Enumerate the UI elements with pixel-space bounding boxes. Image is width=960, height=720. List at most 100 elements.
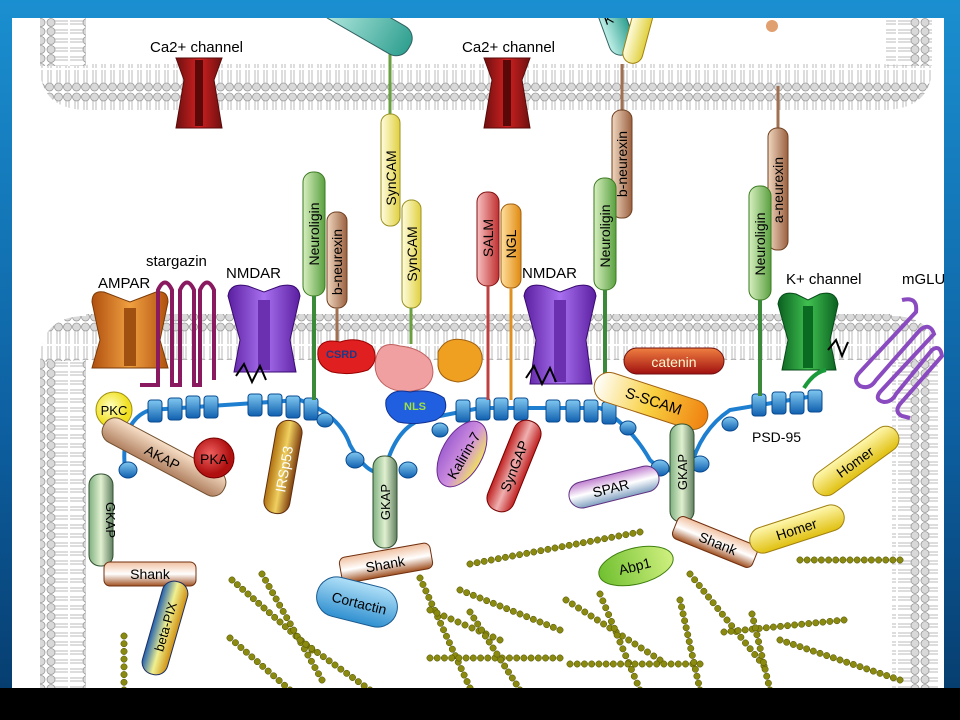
actin-bead [633,679,641,687]
actin-bead [602,660,610,668]
actin-bead [764,679,772,687]
ca-channel-left [175,57,223,129]
k-channel-label: K+ channel [786,271,861,288]
actin-bead [746,645,754,653]
actin-bead [667,660,675,668]
actin-bead [625,636,633,644]
actin-bead [595,660,603,668]
actin-bead [605,611,613,619]
actin-bead [608,533,616,541]
actin-bead [120,647,128,655]
neuroligin-1-label: Neuroligin [306,202,322,265]
actin-bead [691,576,699,584]
actin-bead [477,654,485,662]
actin-bead [517,686,523,688]
actin-bead [469,654,477,662]
actin-bead [120,655,128,663]
b-neurexin-mid-label: b-neurexin [329,229,345,295]
actin-bead [755,638,762,646]
actin-bead [233,581,241,589]
actin-bead [337,665,345,673]
actin-bead [509,607,517,615]
syncam-bottom-label: SynCAM [404,226,420,281]
k-channel [777,292,849,390]
shank-right: Shank [671,516,759,568]
actin-bead [249,595,257,603]
actin-bead [679,610,687,618]
neuroligin-3: Neuroligin [748,185,772,396]
actin-bead [558,543,566,551]
actin-bead [579,539,587,547]
actin-bead [469,591,477,599]
presynaptic-membrane [40,18,932,110]
actin-bead [783,638,791,646]
abp1-label: Abp1 [617,554,653,577]
actin-bead [485,638,493,646]
spar: SPAR [568,465,660,509]
ampar [91,291,169,369]
actin-filaments [120,528,904,688]
actin-bead [685,638,693,645]
actin-bead [709,599,717,607]
actin-bead [777,622,784,630]
actin-bead [276,601,284,609]
actin-bead [565,541,573,549]
csrd-label: CSRD [326,349,357,361]
actin-bead [600,620,608,628]
actin-bead [688,651,696,659]
actin-bead [607,617,615,625]
b-neurexin-top-label: b-neurexin [614,131,630,197]
actin-bead [476,594,484,602]
actin-bead [542,654,550,662]
actin-bead [631,640,639,648]
gkap-right: GKAP [669,423,695,523]
cortactin: Cortactin [316,576,398,628]
shank-mid-label: Shank [364,553,407,576]
actin-bead [228,576,236,584]
actin-bead [237,644,245,651]
actin-bead [609,660,617,668]
actin-bead [596,590,604,598]
actin-bead [426,606,434,614]
shank-mid: Shank [338,542,434,584]
actin-bead [860,556,868,564]
actin-bead [354,678,362,686]
actin-bead [260,604,268,612]
actin-bead [549,654,557,662]
actin-bead [516,551,524,559]
actin-bead [616,638,624,646]
actin-bead [690,658,698,666]
nls-label: NLS [404,401,426,413]
actin-bead [360,682,368,688]
actin-bead [529,615,537,623]
pka-label: PKA [200,451,229,467]
actin-bead [819,618,827,626]
actin-bead [120,640,128,648]
actin-bead [575,604,582,612]
shank-left-label: Shank [130,566,171,582]
actin-bead [448,645,456,653]
actin-bead [275,677,283,684]
actin-bead [763,672,771,680]
actin-bead [718,610,726,618]
pka: PKA [193,437,235,479]
actin-bead [265,583,273,590]
catenin: catenin [623,347,725,375]
actin-bead [505,668,512,676]
actin-bead [367,686,373,688]
actin-bead [686,570,694,578]
actin-bead [259,662,267,670]
actin-bead [789,640,797,648]
actin-bead [761,665,769,673]
actin-bead [568,600,576,608]
neuroligin-2: Neuroligin [593,177,617,400]
actin-bead [714,605,722,612]
actin-bead [622,531,630,539]
actin-bead [489,599,497,607]
actin-bead [825,556,833,564]
actin-bead [896,676,904,684]
actin-bead [483,597,491,605]
actin-bead [318,676,326,684]
actin-bead [660,660,668,668]
actin-bead [527,654,535,662]
